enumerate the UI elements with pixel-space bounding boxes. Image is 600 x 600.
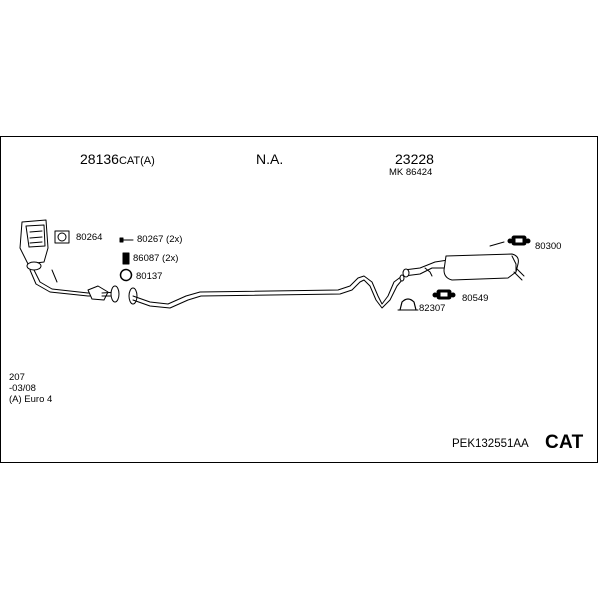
hanger-80300-part [507,235,531,246]
hanger-80549-part [432,289,456,300]
flange-connector-part [110,285,138,305]
system-code: PEK132551AA [452,438,529,450]
label-82307: 82307 [419,303,446,314]
middle-part-number: N.A. [256,151,284,167]
ring-80137-part [119,268,133,282]
system-type: CAT [545,432,584,453]
vehicle-model: 207 [9,372,25,383]
middle-pipe-part [132,274,405,309]
catalytic-converter-part [19,219,119,301]
tailpipe-part [489,241,505,247]
diagram-frame [0,136,598,463]
vehicle-date: -03/08 [9,383,36,394]
label-80137: 80137 [136,271,163,282]
spring-86087-part [122,252,130,265]
gasket-80264-part [54,230,70,244]
bolt-80267-part [119,237,134,243]
cat-part-suffix: CAT(A) [118,155,155,167]
emission-standard: (A) Euro 4 [9,394,53,405]
label-80264: 80264 [76,232,103,243]
rear-part-number: 23228 [395,151,434,167]
rear-kit-number: MK 86424 [389,167,433,178]
label-80267: 80267 (2x) [137,234,183,245]
clamp-82307-part [397,298,419,311]
rear-silencer-part [402,253,525,281]
cat-part-number: 28136CAT(A) [80,151,155,167]
label-86087: 86087 (2x) [133,253,179,264]
label-80300: 80300 [535,241,562,252]
label-80549: 80549 [462,293,489,304]
